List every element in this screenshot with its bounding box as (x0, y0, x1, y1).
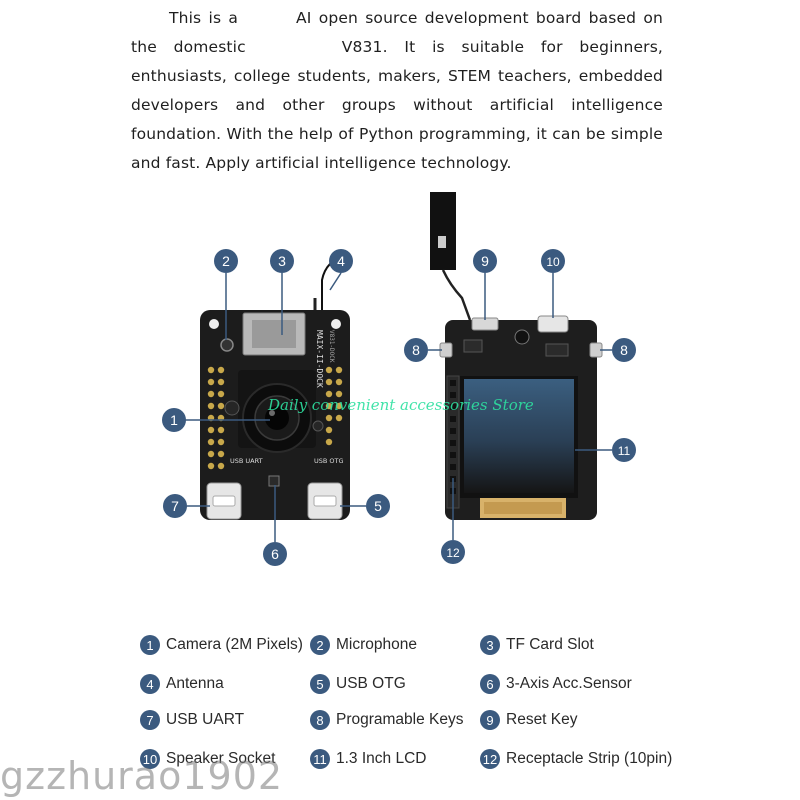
legend-item-2: 2 Microphone (310, 633, 417, 657)
callout-5: 5 (366, 494, 390, 518)
callout-2: 2 (214, 249, 238, 273)
legend-num: 4 (140, 674, 160, 694)
legend-label: TF Card Slot (506, 636, 594, 653)
front-board: MAIX-II-DOCK V831-DOCK USB UART USB OTG (185, 255, 366, 542)
legend-label: Reset Key (506, 711, 578, 728)
legend-label: USB UART (166, 711, 245, 728)
legend-num: 9 (480, 710, 500, 730)
legend-label: 1.3 Inch LCD (336, 750, 427, 767)
legend-item-7: 7 USB UART (140, 708, 244, 732)
usb-otg-label: USB OTG (314, 457, 344, 465)
legend-item-11: 11 1.3 Inch LCD (310, 747, 426, 771)
legend-num: 1 (140, 635, 160, 655)
legend-item-8: 8 Programable Keys (310, 708, 464, 732)
legend-label: 3-Axis Acc.Sensor (506, 675, 632, 692)
legend-num: 10 (140, 749, 160, 769)
callout-7: 7 (163, 494, 187, 518)
callout-8-left: 8 (404, 338, 428, 362)
callout-4: 4 (329, 249, 353, 273)
svg-text:12: 12 (446, 546, 460, 560)
callout-11: 11 (612, 438, 636, 462)
svg-text:2: 2 (222, 253, 230, 269)
silkscreen-version: V831-DOCK (328, 330, 335, 363)
board-illustration: MAIX-II-DOCK V831-DOCK USB UART USB OTG (162, 192, 636, 566)
silkscreen-name: MAIX-II-DOCK (315, 330, 324, 388)
legend-num: 8 (310, 710, 330, 730)
callout-9: 9 (473, 249, 497, 273)
callout-10: 10 (541, 249, 565, 273)
legend-label: Speaker Socket (166, 750, 276, 767)
legend-num: 7 (140, 710, 160, 730)
legend-label: Antenna (166, 675, 224, 692)
svg-text:11: 11 (618, 444, 631, 458)
back-board (428, 192, 612, 540)
legend-num: 2 (310, 635, 330, 655)
board-figure: MAIX-II-DOCK V831-DOCK USB UART USB OTG (0, 180, 800, 580)
svg-text:5: 5 (374, 498, 382, 514)
legend-item-3: 3 TF Card Slot (480, 633, 594, 657)
intro-line1-a: This is a (169, 9, 239, 27)
legend-item-4: 4 Antenna (140, 672, 224, 696)
svg-text:8: 8 (412, 342, 420, 358)
legend-num: 3 (480, 635, 500, 655)
legend-label: Camera (2M Pixels) (166, 636, 303, 653)
legend-num: 5 (310, 674, 330, 694)
svg-text:9: 9 (481, 253, 489, 269)
legend-label: USB OTG (336, 675, 406, 692)
legend-label: Receptacle Strip (10pin) (506, 750, 673, 767)
legend-num: 6 (480, 674, 500, 694)
intro-line2-a: domestic (173, 38, 246, 56)
legend: 1 Camera (2M Pixels) 2 Microphone 3 TF C… (0, 628, 800, 778)
svg-text:4: 4 (337, 253, 345, 269)
legend-label: Microphone (336, 636, 417, 653)
legend-num: 11 (310, 749, 330, 769)
callout-1: 1 (162, 408, 186, 432)
legend-num: 12 (480, 749, 500, 769)
svg-text:8: 8 (620, 342, 628, 358)
callout-3: 3 (270, 249, 294, 273)
svg-text:1: 1 (170, 412, 178, 428)
legend-item-9: 9 Reset Key (480, 708, 578, 732)
intro-line2-b: V831. It is suitable for beginners, enth… (131, 38, 663, 172)
svg-text:6: 6 (271, 546, 279, 562)
legend-item-10: 10 Speaker Socket (140, 747, 275, 771)
callout-6: 6 (263, 542, 287, 566)
legend-item-6: 6 3-Axis Acc.Sensor (480, 672, 632, 696)
callout-12: 12 (441, 540, 465, 564)
svg-text:10: 10 (546, 255, 560, 269)
svg-text:7: 7 (171, 498, 179, 514)
callout-8-right: 8 (612, 338, 636, 362)
usb-uart-label: USB UART (230, 457, 263, 465)
legend-label: Programable Keys (336, 711, 464, 728)
legend-item-12: 12 Receptacle Strip (10pin) (480, 747, 672, 771)
legend-item-1: 1 Camera (2M Pixels) (140, 633, 303, 657)
store-watermark: Daily convenient accessories Store (268, 396, 534, 414)
intro-line1-b: AI open source development board based o… (131, 9, 663, 56)
svg-text:3: 3 (278, 253, 286, 269)
legend-item-5: 5 USB OTG (310, 672, 406, 696)
seller-watermark: gzzhurao1902 (0, 754, 284, 798)
